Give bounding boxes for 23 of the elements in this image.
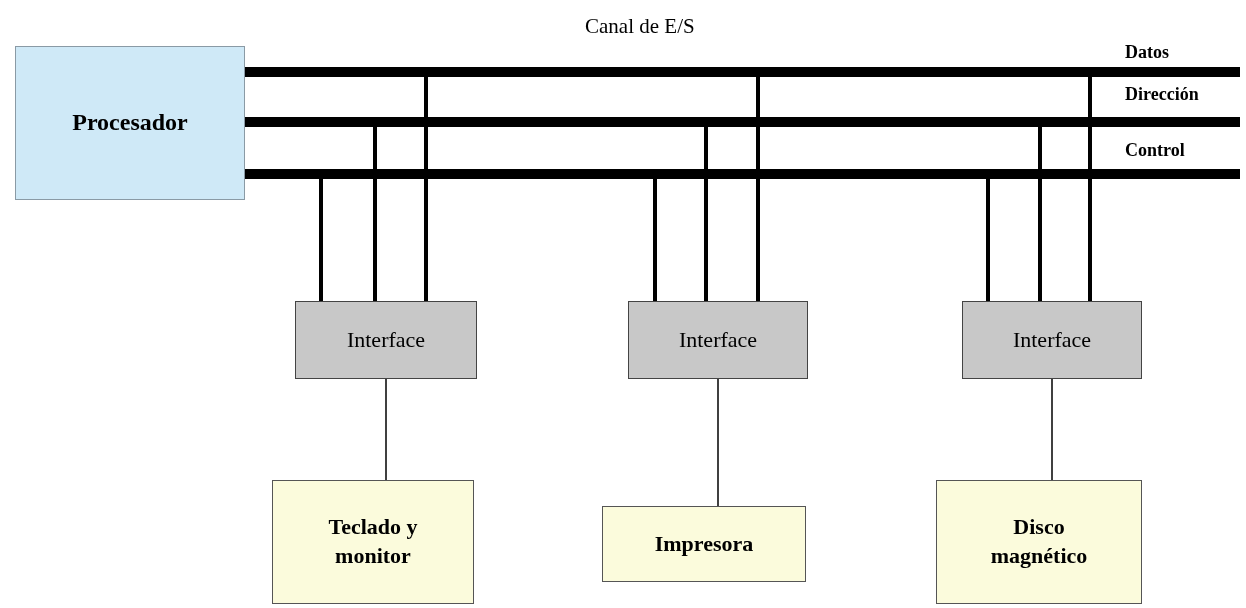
interface-box: Interface xyxy=(295,301,477,379)
interface-box: Interface xyxy=(628,301,808,379)
bus-connector xyxy=(653,179,657,301)
bus-connector xyxy=(756,77,760,301)
device-box: Disco magnético xyxy=(936,480,1142,604)
connector-line xyxy=(717,378,719,507)
device-box: Teclado y monitor xyxy=(272,480,474,604)
bus-connector xyxy=(1038,127,1042,301)
bus-connector xyxy=(424,77,428,301)
processor-box: Procesador xyxy=(15,46,245,200)
bus-label: Dirección xyxy=(1125,84,1199,105)
bus-connector xyxy=(986,179,990,301)
bus-title: Canal de E/S xyxy=(585,14,695,39)
connector-line xyxy=(1051,378,1053,481)
bus-label: Datos xyxy=(1125,42,1169,63)
bus-connector xyxy=(373,127,377,301)
device-box: Impresora xyxy=(602,506,806,582)
bus-connector xyxy=(1088,77,1092,301)
bus-connector xyxy=(319,179,323,301)
connector-line xyxy=(385,378,387,481)
bus-connector xyxy=(704,127,708,301)
interface-box: Interface xyxy=(962,301,1142,379)
bus-label: Control xyxy=(1125,140,1185,161)
